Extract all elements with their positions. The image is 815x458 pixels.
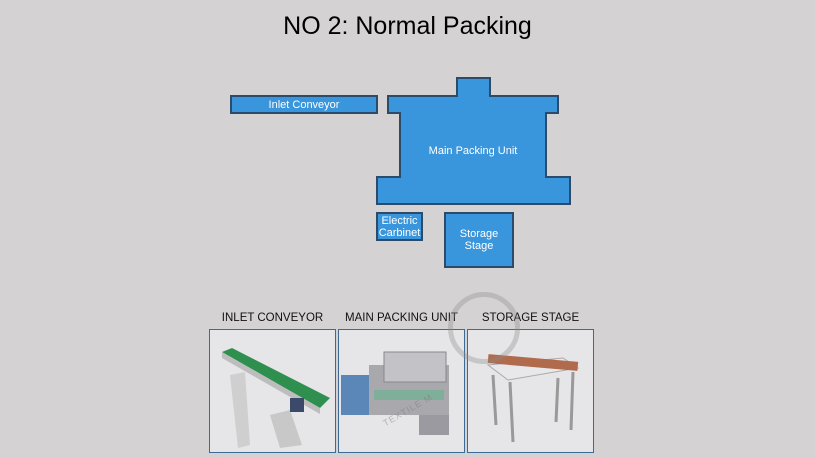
caption-main-packing-unit: MAIN PACKING UNIT [345,312,458,324]
watermark-logo [448,292,520,364]
main-packing-unit-label: Main Packing Unit [428,145,518,157]
storage-stage-block [444,212,514,268]
packing-machine-illustration [341,351,449,435]
storage-stage-line1: Storage [459,228,499,240]
storage-stage-label: Storage Stage [445,213,513,267]
electric-cabinet-label: Electric Carbinet [377,213,422,240]
conveyor-illustration [222,348,330,448]
main-packing-unit-block [376,77,571,205]
inlet-conveyor-photo [209,329,336,453]
inlet-conveyor-label: Inlet Conveyor [268,98,340,111]
floor-layout [230,77,571,268]
storage-stage-line2: Stage [464,240,494,252]
page-title: NO 2: Normal Packing [283,12,532,40]
inlet-conveyor-block [230,95,378,114]
caption-inlet-conveyor: INLET CONVEYOR [221,312,324,324]
electric-cabinet-line1: Electric [381,214,418,227]
electric-cabinet-line2: Carbinet [378,226,421,239]
electric-cabinet-block [376,212,423,241]
storage-table-illustration [486,354,580,443]
main-packing-unit-photo [338,329,465,453]
